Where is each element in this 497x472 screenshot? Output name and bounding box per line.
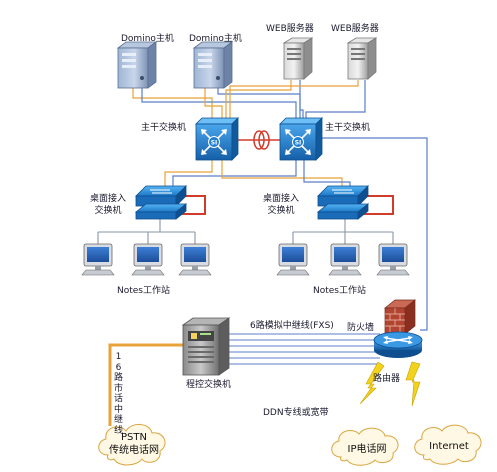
core-switch-left[interactable]: SI (195, 117, 239, 161)
pstn-cloud-line1: PSTN (121, 432, 147, 443)
pstn-cloud-label: PSTN 传统电话网 (100, 431, 168, 457)
router[interactable] (373, 331, 423, 358)
workstation[interactable] (376, 243, 410, 276)
domino-host-1-label: Domino主机 (121, 34, 174, 44)
web-server-1[interactable] (282, 37, 314, 80)
brick-wall-icon (384, 299, 416, 335)
desk-switch-redundant-links (182, 195, 394, 215)
pbx-cabinet[interactable] (181, 317, 231, 376)
domino-host-2-label: Domino主机 (189, 34, 242, 44)
workstation-group-right (276, 243, 410, 276)
cloud-icon (98, 424, 166, 466)
svg-text:SI: SI (295, 140, 302, 147)
workstation[interactable] (131, 243, 165, 276)
server-uplink-cables (132, 80, 366, 118)
ddn-link-label: DDN专线或宽带 (263, 408, 329, 418)
desk-to-workstation-cables (97, 218, 394, 244)
lightning-bolt-icon (405, 361, 421, 407)
desk-switch-right[interactable] (316, 185, 370, 220)
notes-workstations-left-label: Notes工作站 (117, 286, 170, 296)
internet-label: Internet (429, 441, 469, 452)
fxs-trunk-lines (227, 333, 380, 365)
workstation[interactable] (81, 243, 115, 276)
workstation-group-left (81, 243, 212, 276)
web-server-1-label: WEB服务器 (266, 24, 314, 34)
desk-switch-left-label: 桌面接入 交换机 (90, 194, 127, 216)
workstation[interactable] (178, 243, 212, 276)
pbx-label: 程控交换机 (186, 380, 232, 390)
domino-host-2[interactable] (192, 41, 234, 89)
cloud-icon (414, 424, 482, 465)
fxs-trunk-label: 6路模拟中继线(FXS) (250, 321, 334, 331)
lightning-bolt-icon (359, 361, 385, 405)
desk-switch-left[interactable] (134, 185, 188, 220)
cloud-icon (331, 427, 399, 466)
pstn-trunk-label: 16路市话中继线 (113, 352, 123, 436)
notes-workstations-right-label: Notes工作站 (313, 286, 366, 296)
web-server-2-label: WEB服务器 (331, 24, 379, 34)
pstn-cloud-line2: 传统电话网 (109, 445, 159, 456)
pstn-trunk-line (108, 343, 183, 426)
workstation[interactable] (276, 243, 310, 276)
firewall-label: 防火墙 (347, 323, 375, 333)
core-interlink (238, 130, 280, 150)
desk-switch-right-label: 桌面接入 交换机 (263, 194, 300, 216)
router-label: 路由器 (373, 374, 401, 384)
core-switch-right[interactable]: SI (279, 117, 323, 161)
web-server-2[interactable] (346, 37, 378, 80)
core-switch-left-label: 主干交换机 (141, 123, 187, 133)
svg-text:SI: SI (211, 140, 218, 147)
core-switch-right-label: 主干交换机 (325, 123, 371, 133)
domino-host-1[interactable] (116, 41, 158, 89)
core-to-desk-cables (164, 158, 351, 186)
ip-phone-net-label: IP电话网 (347, 444, 387, 455)
workstation[interactable] (328, 243, 362, 276)
core-to-router-cable (318, 137, 428, 331)
